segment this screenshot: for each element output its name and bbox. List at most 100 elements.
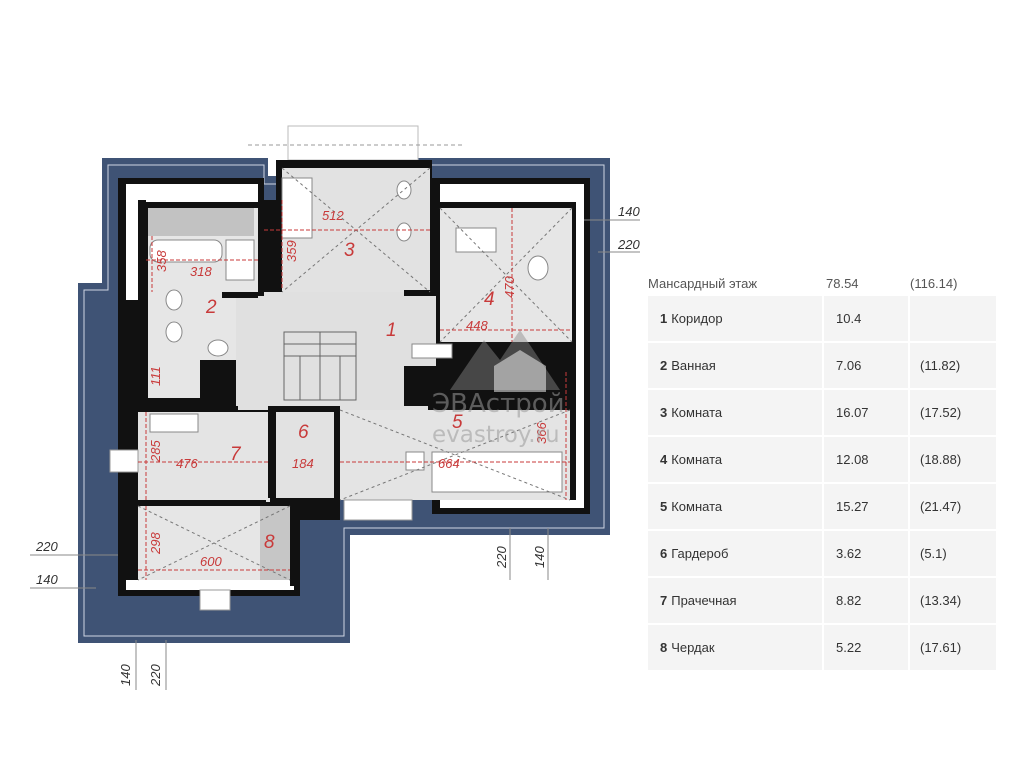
room-number-2: 2 — [205, 297, 217, 318]
room-area-alt: (17.52) — [920, 405, 962, 420]
room-area-cell: 5.22 — [824, 625, 908, 670]
ext-dim-bottom-right-a: 220 — [494, 546, 509, 569]
ext-dim-right-top-a: 140 — [618, 204, 640, 219]
interior-walls — [138, 200, 570, 586]
room-number: 7 — [660, 593, 668, 608]
room-name: Ванная — [671, 358, 716, 373]
room-area-cell: 7.06 — [824, 343, 908, 388]
room-number: 5 — [660, 499, 668, 514]
room-number-6: 6 — [298, 422, 309, 443]
room-number-5: 5 — [452, 412, 463, 433]
balcony — [287, 125, 419, 161]
room-number: 3 — [660, 405, 668, 420]
room-6-width: 184 — [292, 456, 314, 471]
room-area-alt-cell: (18.88) — [910, 437, 996, 482]
room-number-1: 1 — [386, 320, 397, 341]
ext-dim-bottom-right-b: 140 — [532, 546, 547, 568]
room-area: 5.22 — [836, 640, 862, 655]
ext-dim-left-a: 220 — [35, 539, 58, 554]
room-name: Гардероб — [671, 546, 729, 561]
ext-dim-left-b: 140 — [36, 572, 58, 587]
room-area: 3.62 — [836, 546, 862, 561]
room-number: 6 — [660, 546, 668, 561]
ext-dim-bottom-left-b: 220 — [148, 664, 163, 687]
floor-plan: 1 2 3 4 5 6 7 8 318 358 512 359 448 470 … — [30, 125, 640, 690]
room-area-alt: (5.1) — [920, 546, 947, 561]
room-area: 16.07 — [836, 405, 869, 420]
room-name: Комната — [671, 499, 723, 514]
room-area-alt-cell: (11.82) — [910, 343, 996, 388]
room-name: Чердак — [671, 640, 715, 655]
room-area-alt: (17.61) — [920, 640, 962, 655]
room-name: Прачечная — [671, 593, 737, 608]
room-area: 10.4 — [836, 311, 862, 326]
room-area-alt: (21.47) — [920, 499, 962, 514]
room-number-3: 3 — [344, 240, 355, 261]
room-2-depth: 358 — [154, 250, 169, 272]
room-8-depth: 298 — [148, 532, 163, 555]
room-3-width: 512 — [322, 208, 344, 223]
room-area-alt: (13.34) — [920, 593, 962, 608]
room-7-width: 476 — [176, 456, 198, 471]
staircase — [283, 331, 357, 401]
room-name: Коридор — [671, 311, 723, 326]
attic-hatch — [260, 506, 290, 580]
room-name: Комната — [671, 452, 723, 467]
eaves-strip — [126, 184, 584, 590]
room-area-alt-cell: (17.61) — [910, 625, 996, 670]
bathroom-niche-dimension: 111 — [148, 366, 163, 386]
room-2-width: 318 — [190, 264, 212, 279]
external-dimension-lines — [30, 219, 640, 690]
dimension-lines — [138, 200, 572, 580]
room-number: 2 — [660, 358, 668, 373]
room-area-alt-cell: (17.52) — [910, 390, 996, 435]
room-7-depth: 285 — [148, 440, 163, 463]
bathroom-fixtures — [149, 177, 563, 493]
room-area: 7.06 — [836, 358, 862, 373]
watermark-brand: ЭВАстрой — [432, 389, 565, 419]
room-area-alt-cell: (13.34) — [910, 578, 996, 623]
room-area-cell: 15.27 — [824, 484, 908, 529]
room-area-cell: 10.4 — [824, 296, 908, 341]
room-number: 8 — [660, 640, 668, 655]
floor-title: Мансардный этаж — [648, 276, 758, 291]
room-name: Комната — [671, 405, 723, 420]
room-area: 15.27 — [836, 499, 869, 514]
room-area: 8.82 — [836, 593, 862, 608]
room-number-8: 8 — [264, 532, 275, 553]
attic-hatch — [148, 208, 254, 236]
room-number-7: 7 — [230, 444, 242, 465]
watermark-logo: ЭВАстрой evastroy.ru — [432, 330, 565, 448]
table-header: Мансардный этаж 78.54 (116.14) — [646, 274, 998, 294]
room-8-width: 600 — [200, 554, 222, 569]
room-area-alt: (18.88) — [920, 452, 962, 467]
room-area: 12.08 — [836, 452, 869, 467]
room-3-depth: 359 — [284, 240, 299, 262]
room-area-alt-cell — [910, 296, 996, 341]
room-5-depth: 366 — [534, 422, 549, 444]
room-area-alt: (11.82) — [920, 358, 961, 373]
total-area-alt: (116.14) — [910, 276, 958, 291]
room-number: 1 — [660, 311, 668, 326]
ext-dim-bottom-left-a: 140 — [118, 664, 133, 686]
room-area-cell: 12.08 — [824, 437, 908, 482]
ext-dim-right-top-b: 220 — [617, 237, 640, 252]
room-area-cell: 16.07 — [824, 390, 908, 435]
room-area-cell: 8.82 — [824, 578, 908, 623]
room-area-cell: 3.62 — [824, 531, 908, 576]
